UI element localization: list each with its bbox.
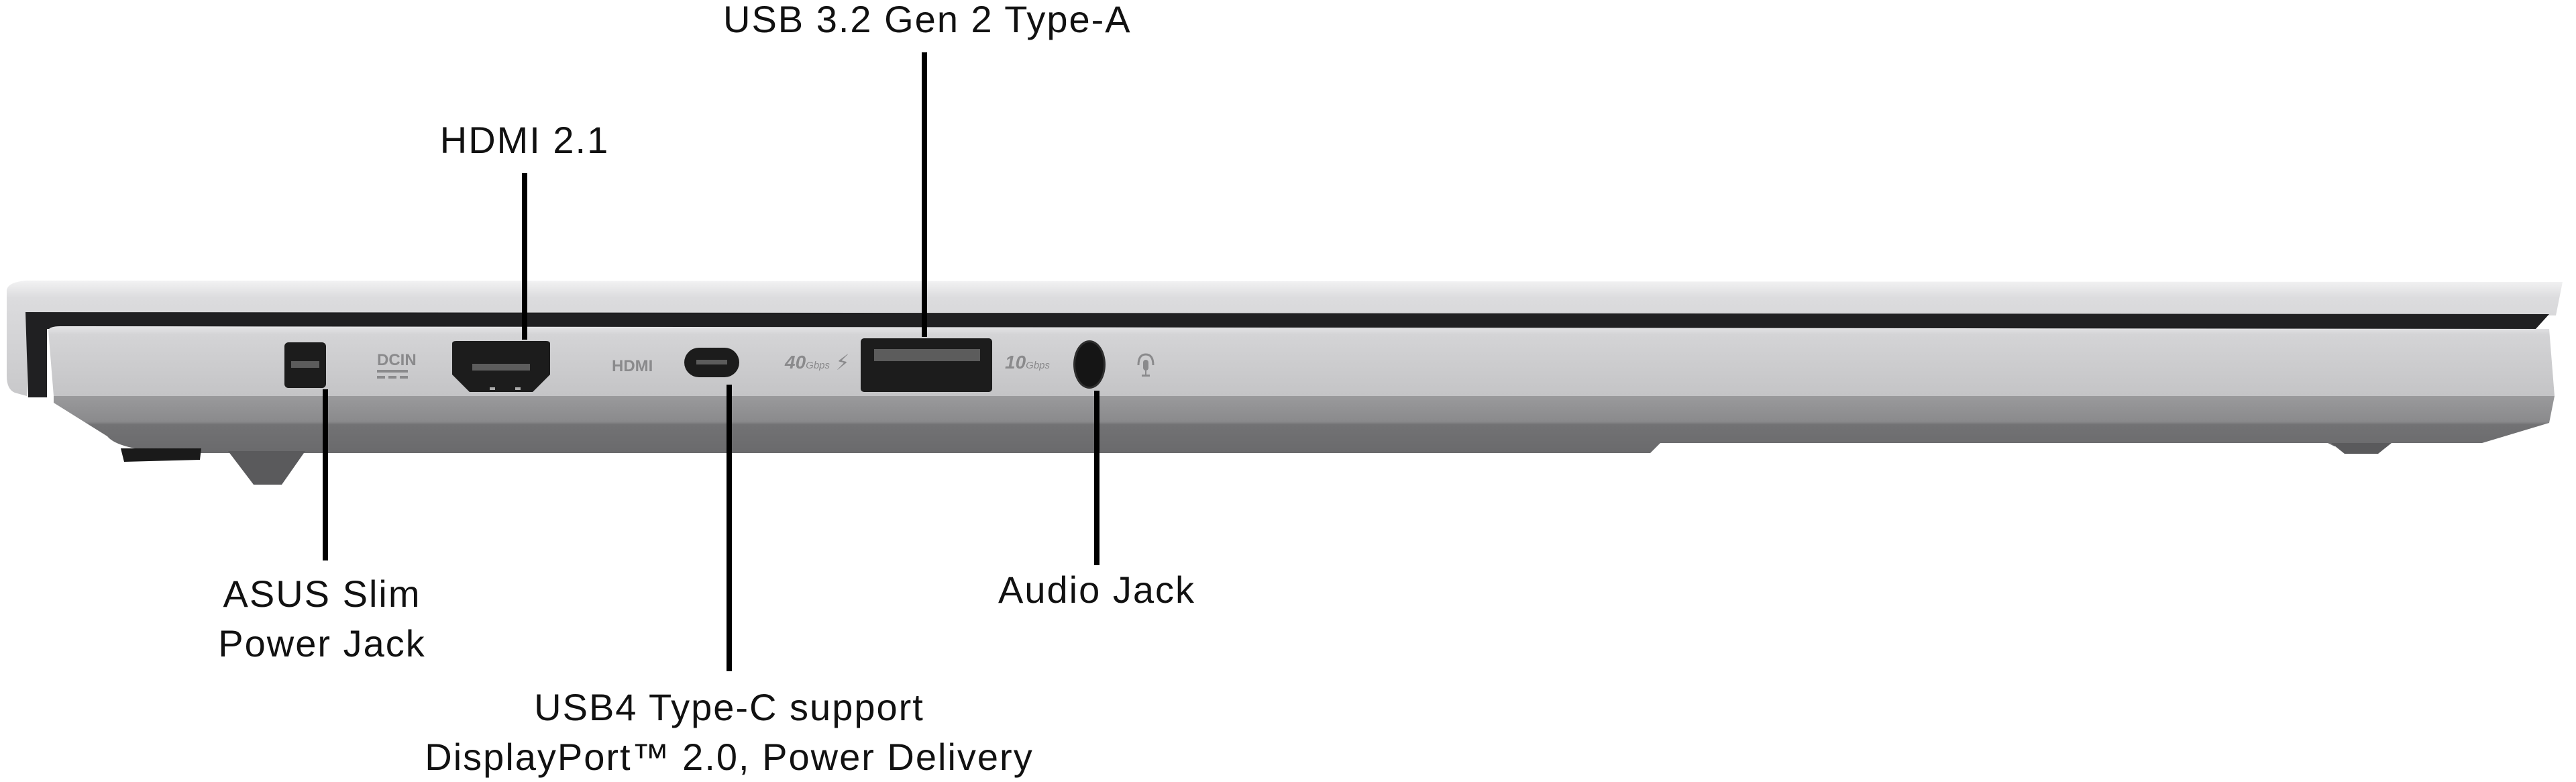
dcin-label-line1: ASUS Slim [223, 573, 421, 615]
usbc-label: USB4 Type-C support DisplayPort™ 2.0, Po… [394, 683, 1065, 782]
usba-speed-unit: Gbps [1026, 360, 1051, 371]
hdmi-label: HDMI 2.1 [439, 119, 610, 161]
hdmi-leader-line [522, 173, 527, 340]
usbc-label-line1: USB4 Type-C support [534, 686, 924, 728]
dcin-leader-line [323, 389, 328, 560]
usb-c-tongue [696, 360, 727, 364]
dcin-label-line2: Power Jack [218, 622, 426, 665]
usb-a-speed-badge: 10Gbps [1005, 352, 1050, 373]
dc-symbol-dashes-icon [377, 376, 408, 379]
usb-a-tongue [874, 349, 980, 361]
usba-label: USB 3.2 Gen 2 Type-A [723, 0, 1132, 40]
dcin-label: ASUS Slim Power Jack [188, 569, 456, 669]
usbc-speed: 40 [785, 352, 806, 373]
usb-a-port [861, 338, 992, 392]
dcin-engraving: DCIN [377, 351, 417, 369]
usbc-leader-line [727, 385, 732, 671]
usbc-label-line2: DisplayPort™ 2.0, Power Delivery [425, 736, 1034, 778]
audio-label: Audio Jack [998, 569, 1195, 611]
lightning-bolt-icon: ⚡ [836, 350, 850, 375]
audio-jack [1073, 340, 1106, 389]
usb-c-speed-badge: 40Gbps [785, 352, 830, 373]
usba-leader-line [922, 52, 927, 337]
headset-mic-icon [1137, 353, 1155, 377]
audio-leader-line [1094, 391, 1099, 565]
usb-c-port [684, 348, 739, 377]
hdmi-engraving: HDMI [612, 357, 653, 375]
hdmi-port [452, 341, 550, 392]
usba-speed: 10 [1005, 352, 1026, 373]
dcin-port-pins [291, 361, 319, 368]
dcin-port [284, 342, 326, 388]
dc-symbol-icon [377, 370, 408, 373]
usbc-speed-unit: Gbps [806, 360, 830, 371]
